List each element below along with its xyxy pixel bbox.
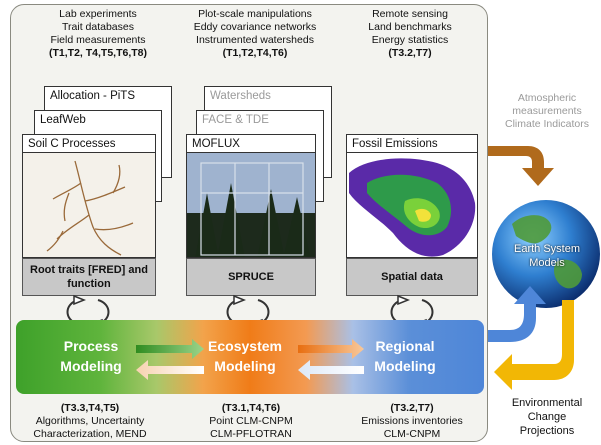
- spruce-photo: [187, 153, 315, 257]
- arrow-ecosystem-to-regional: [298, 339, 364, 359]
- earth-land: [512, 215, 582, 289]
- task-tags: (T1,T2, T4,T5,T6,T8): [48, 47, 148, 59]
- emissions-map: [349, 158, 476, 257]
- atmospheric-text: Atmospheric measurements Climate Indicat…: [504, 92, 590, 130]
- root-traits-label: Root traits [FRED] and function: [22, 258, 156, 296]
- arrow-to-regional-yellow: [494, 300, 574, 390]
- source-text: Lab experiments: [59, 8, 137, 20]
- ecosystem-modeling-label: Ecosystem Modeling: [208, 338, 282, 374]
- earth-system-models-text: Earth System Models: [513, 243, 581, 269]
- spatial-data-label: Spatial data: [346, 258, 478, 296]
- arrow-process-to-ecosystem: [136, 339, 204, 359]
- arrow-ecosystem-to-process: [136, 360, 204, 380]
- spruce-image: [186, 152, 316, 258]
- task-tags: (T1,T2,T4,T6): [222, 47, 288, 59]
- source-text: Field measurements: [50, 34, 146, 46]
- ecosystem-bottom-text: (T3.1,T4,T6) Point CLM-CNPM CLM-PFLOTRAN: [209, 402, 293, 440]
- modeling-band: [16, 320, 484, 394]
- ecosystem-sources: Plot-scale manipulations Eddy covariance…: [180, 8, 330, 60]
- spruce-label: SPRUCE: [186, 258, 316, 296]
- source-text: Land benchmarks: [368, 21, 452, 33]
- root-photo: [46, 160, 134, 256]
- regional-bottom-text: (T3.2,T7) Emissions inventories CLM-CNPM: [361, 402, 463, 440]
- process-sources: Lab experiments Trait databases Field me…: [28, 8, 168, 60]
- arrow-regional-to-ecosystem: [298, 360, 364, 380]
- source-text: Instrumented watersheds: [196, 34, 314, 46]
- source-text: Plot-scale manipulations: [198, 8, 312, 20]
- regional-sources: Remote sensing Land benchmarks Energy st…: [350, 8, 470, 60]
- environmental-change-text: Environmental Change Projections: [511, 397, 583, 437]
- source-text: Eddy covariance networks: [193, 21, 317, 33]
- process-bottom-text: (T3.3,T4,T5) Algorithms, Uncertainty Cha…: [33, 402, 147, 440]
- source-text: Energy statistics: [371, 34, 449, 46]
- source-text: Trait databases: [62, 21, 134, 33]
- root-image: [22, 152, 156, 258]
- map-image: [346, 152, 478, 258]
- source-text: Remote sensing: [372, 8, 448, 20]
- process-modeling-label: Process Modeling: [60, 338, 122, 374]
- regional-modeling-label: Regional Modeling: [374, 338, 436, 374]
- arrow-to-earth-brown: [488, 146, 554, 186]
- task-tags: (T3.2,T7): [388, 47, 432, 59]
- arrow-from-regional-blue: [488, 286, 546, 342]
